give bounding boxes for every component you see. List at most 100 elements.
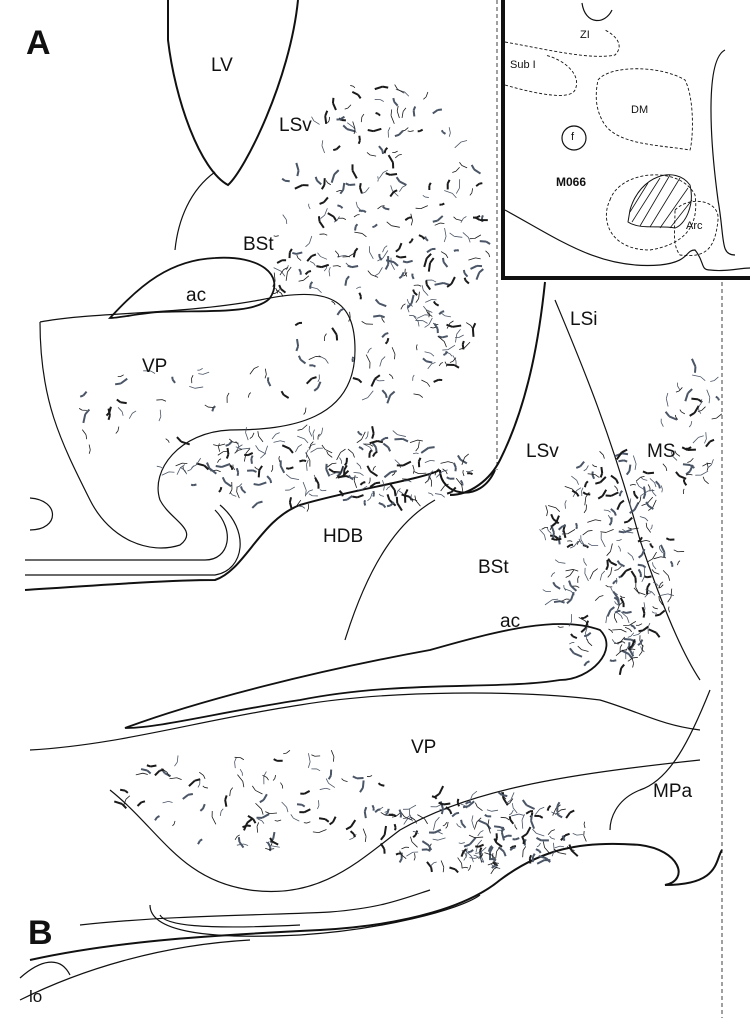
neuron-mark <box>512 803 518 814</box>
neuron-mark <box>319 233 328 236</box>
neuron-mark <box>237 836 245 849</box>
neuron-mark <box>616 538 622 542</box>
neuron-mark <box>635 475 645 482</box>
neuron-mark <box>591 471 596 480</box>
neuron-mark <box>614 485 618 492</box>
neuron-mark <box>389 189 398 198</box>
neuron-mark <box>383 147 389 154</box>
neuron-mark <box>372 465 376 471</box>
neuron-mark <box>641 568 645 583</box>
neuron-mark <box>427 361 436 370</box>
neuron-mark <box>583 504 587 514</box>
neuron-mark <box>394 129 404 138</box>
neuron-mark <box>577 645 589 652</box>
neuron-mark <box>273 440 286 443</box>
neuron-mark <box>691 397 703 404</box>
neuron-mark <box>546 527 552 534</box>
neuron-mark <box>285 266 292 281</box>
neuron-mark <box>387 154 395 169</box>
neuron-mark <box>253 481 267 486</box>
neuron-mark <box>383 470 397 479</box>
label-lo: lo <box>29 987 43 1006</box>
neuron-mark <box>352 775 364 780</box>
neuron-mark <box>358 292 362 300</box>
neuron-mark <box>82 408 91 424</box>
neuron-mark <box>645 589 656 596</box>
neuron-mark <box>455 477 464 492</box>
neuron-mark <box>535 848 542 854</box>
neuron-mark <box>606 543 613 556</box>
neuron-mark <box>603 509 611 513</box>
neuron-mark <box>432 215 444 223</box>
neuron-mark <box>202 785 209 789</box>
neuron-mark <box>610 474 620 484</box>
neuron-mark <box>430 861 437 867</box>
neuron-mark <box>425 299 437 303</box>
label-mpa: MPa <box>653 781 693 802</box>
neuron-mark <box>550 513 560 525</box>
neuron-mark <box>627 638 636 650</box>
neuron-mark <box>311 116 320 125</box>
neuron-mark <box>342 124 355 133</box>
neuron-mark <box>487 845 493 852</box>
neuron-mark <box>339 457 343 464</box>
neuron-mark <box>451 811 460 818</box>
neuron-mark <box>441 257 449 268</box>
neuron-mark <box>569 647 583 658</box>
neuron-mark <box>455 179 461 194</box>
neuron-mark <box>549 835 556 840</box>
neuron-mark <box>452 462 457 472</box>
neuron-mark <box>311 754 321 757</box>
neuron-mark <box>471 815 475 828</box>
neuron-mark <box>224 795 228 807</box>
neuron-mark <box>215 462 231 468</box>
neuron-mark <box>362 828 367 843</box>
neuron-mark <box>641 496 654 506</box>
neuron-mark <box>114 377 128 386</box>
neuron-mark <box>677 560 681 566</box>
neuron-mark <box>408 808 413 822</box>
neuron-mark <box>402 804 417 810</box>
neuron-mark <box>581 487 584 497</box>
neuron-mark <box>394 459 401 469</box>
neuron-mark <box>649 478 657 488</box>
neuron-mark <box>342 251 357 258</box>
neuron-mark <box>347 264 359 269</box>
neuron-mark <box>532 828 545 837</box>
neuron-mark <box>176 436 191 446</box>
neuron-mark <box>317 374 320 383</box>
neuron-mark <box>444 351 453 357</box>
neuron-mark <box>552 581 561 590</box>
neuron-mark <box>395 242 403 253</box>
neuron-mark <box>412 289 418 296</box>
neuron-mark <box>565 569 575 578</box>
neuron-mark <box>583 465 589 472</box>
neuron-mark <box>619 597 625 608</box>
neuron-mark <box>325 180 331 186</box>
neuron-mark <box>305 376 317 385</box>
neuron-mark <box>554 559 566 564</box>
neuron-mark <box>566 591 575 605</box>
neuron-mark <box>455 328 461 343</box>
neuron-mark <box>459 479 464 486</box>
neuron-mark <box>498 846 507 857</box>
neuron-mark <box>304 270 312 276</box>
neuron-mark <box>468 849 474 854</box>
neuron-mark <box>468 790 478 803</box>
label-fornix: f <box>571 131 575 143</box>
neuron-mark <box>685 464 694 476</box>
neuron-mark <box>470 264 483 270</box>
neuron-mark <box>391 347 396 360</box>
neuron-mark <box>243 818 253 831</box>
neuron-mark <box>236 483 243 488</box>
neuron-mark <box>398 852 403 863</box>
neuron-mark <box>542 589 551 592</box>
neuron-mark <box>357 430 363 436</box>
neuron-mark <box>226 392 230 403</box>
neuron-mark <box>415 291 420 303</box>
neuron-mark <box>123 795 131 807</box>
neuron-mark <box>571 475 579 485</box>
neuron-mark <box>462 800 475 809</box>
neuron-mark <box>480 215 484 223</box>
neuron-mark <box>229 787 233 797</box>
